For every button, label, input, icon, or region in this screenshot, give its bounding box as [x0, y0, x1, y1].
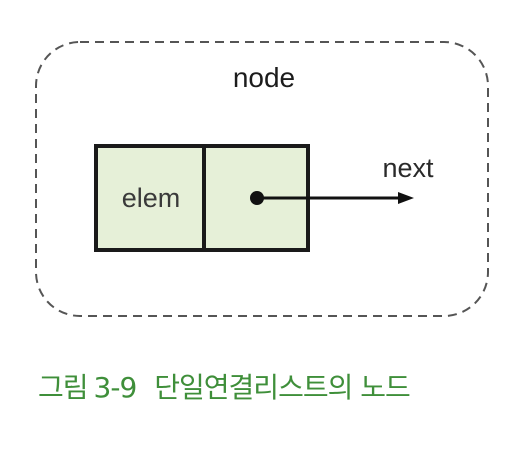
- next-label: next: [382, 153, 434, 183]
- node-label: node: [232, 62, 296, 93]
- caption-number: 3-9: [93, 371, 138, 404]
- node-container-border: [35, 41, 489, 317]
- elem-label: elem: [121, 183, 181, 213]
- arrow-head-icon: [398, 192, 414, 204]
- caption-text: 단일연결리스트의 노드: [154, 371, 411, 404]
- caption-prefix: 그림: [38, 371, 89, 404]
